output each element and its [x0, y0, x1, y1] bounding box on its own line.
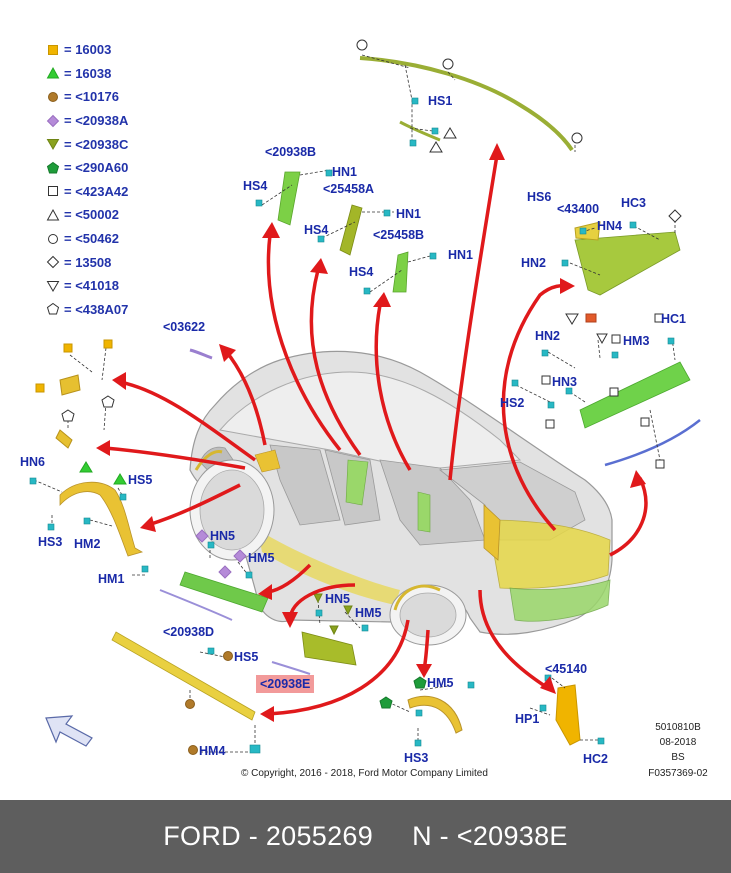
legend-row: = <438A07	[46, 298, 128, 322]
label-20938d: <20938D	[163, 625, 215, 639]
label-hn1-a: HN1	[332, 165, 358, 179]
diagram-bs: BS	[671, 752, 685, 763]
diagram-stage: = 16003 = 16038 = <10176 = <20938A = <20938C…	[20, 38, 708, 779]
label-hm1: HM1	[98, 572, 125, 586]
label-hn3: HN3	[552, 375, 578, 389]
diamond-symbol-icon	[46, 255, 60, 269]
triangle-symbol-icon	[46, 208, 60, 221]
diagram-code: 5010810B	[655, 722, 701, 733]
label-03622: <03622	[163, 320, 206, 334]
legend-row: = 13508	[46, 250, 128, 274]
label-hs4-a: HS4	[243, 179, 268, 193]
label-hs5-b: HS5	[234, 650, 259, 664]
legend-row: = 16038	[46, 62, 128, 86]
label-hn2-b: HN2	[535, 329, 561, 343]
label-hc1: HC1	[661, 312, 687, 326]
triangle-symbol-icon	[46, 67, 60, 79]
label-hn4: HN4	[597, 219, 623, 233]
label-hs5-a: HS5	[128, 473, 153, 487]
label-hs6: HS6	[527, 190, 552, 204]
square-symbol-icon	[48, 186, 58, 197]
legend-row: = <50462	[46, 227, 128, 251]
legend-text: = <438A07	[64, 301, 129, 317]
label-hn1-c: HN1	[448, 248, 474, 262]
legend-row: = <20938C	[46, 132, 128, 156]
diagram-date: 08-2018	[659, 737, 697, 748]
square-symbol-icon	[48, 44, 58, 55]
legend-row: = <10176	[46, 85, 128, 109]
red-arrows	[104, 154, 648, 716]
roof-molding	[359, 56, 574, 152]
spoiler	[574, 221, 681, 296]
label-hm5-b: HM5	[355, 606, 382, 620]
diamond-symbol-icon	[46, 114, 60, 127]
legend-text: = 16003	[64, 42, 112, 58]
label-hm4: HM4	[199, 744, 226, 758]
label-45140: <45140	[545, 662, 588, 676]
legend-text: = <50002	[64, 207, 119, 223]
circle-symbol-icon	[48, 233, 58, 244]
footer-part-number: FORD - 2055269 N - <20938E	[163, 821, 568, 851]
legend-text: = 16038	[64, 65, 112, 81]
label-hm5-c: HM5	[427, 676, 454, 690]
label-20938e-highlighted[interactable]: <20938E	[256, 675, 315, 693]
legend-text: = <50462	[64, 231, 119, 247]
legend-text: = <290A60	[64, 160, 129, 176]
label-hm5-a: HM5	[248, 551, 275, 565]
label-hs4-b: HS4	[304, 223, 329, 237]
pillar-trims	[277, 171, 409, 293]
label-hn5-b: HN5	[325, 592, 351, 606]
circle-symbol-icon	[48, 91, 58, 102]
triangle-down-symbol-icon	[46, 139, 60, 151]
copyright-notice: © Copyright, 2016 - 2018, Ford Motor Com…	[241, 768, 488, 779]
label-hp1: HP1	[515, 712, 540, 726]
front-direction-arrow	[45, 715, 93, 747]
label-hn5-a: HN5	[210, 529, 236, 543]
arrow-heads	[96, 143, 646, 722]
label-hs4-c: HS4	[349, 265, 374, 279]
front-parts	[55, 348, 213, 557]
symbol-legend: = 16003 = 16038 = <10176 = <20938A = <20938C…	[46, 38, 128, 321]
rear-corner	[555, 684, 581, 746]
legend-text: = 13508	[64, 254, 112, 270]
legend-text: = <20938A	[64, 113, 129, 129]
label-20938b: <20938B	[265, 145, 317, 159]
label-25458b: <25458B	[373, 228, 425, 242]
legend-row: = <290A60	[46, 156, 128, 180]
diagram-ref: F0357369-02	[648, 768, 708, 779]
legend-row: = <41018	[46, 274, 128, 298]
callout-symbols	[35, 39, 682, 755]
parts-diagram	[29, 39, 701, 755]
pentagon-symbol-icon	[46, 161, 60, 174]
legend-row: = 16003	[46, 38, 128, 62]
label-hs1: HS1	[428, 94, 453, 108]
legend-text: = <423A42	[64, 183, 129, 199]
legend-row: = <50002	[46, 203, 128, 227]
sill-moldings	[111, 571, 357, 721]
legend-text: = <41018	[64, 278, 119, 294]
label-hn2-a: HN2	[521, 256, 547, 270]
label-43400: <43400	[557, 202, 600, 216]
legend-text: = <10176	[64, 89, 119, 105]
footer-bar: FORD - 2055269 N - <20938E	[0, 800, 731, 873]
label-hm3: HM3	[623, 334, 650, 348]
triangle-down-symbol-icon	[46, 280, 60, 292]
rear-wheel-arch	[407, 695, 463, 734]
legend-text: = <20938C	[64, 136, 129, 152]
label-25458a: <25458A	[323, 182, 375, 196]
label-hs3-a: HS3	[38, 535, 63, 549]
label-hn6: HN6	[20, 455, 46, 469]
label-hm2: HM2	[74, 537, 101, 551]
legend-row: = <20938A	[46, 109, 128, 133]
label-hn1-b: HN1	[396, 207, 422, 221]
label-hs3-b: HS3	[404, 751, 429, 765]
label-hc3: HC3	[621, 196, 647, 210]
pentagon-symbol-icon	[46, 303, 60, 315]
label-hc2: HC2	[583, 752, 609, 766]
rear-bumper-trim	[579, 361, 701, 467]
label-hs2: HS2	[500, 396, 525, 410]
legend-row: = <423A42	[46, 180, 128, 204]
clips	[29, 97, 675, 754]
